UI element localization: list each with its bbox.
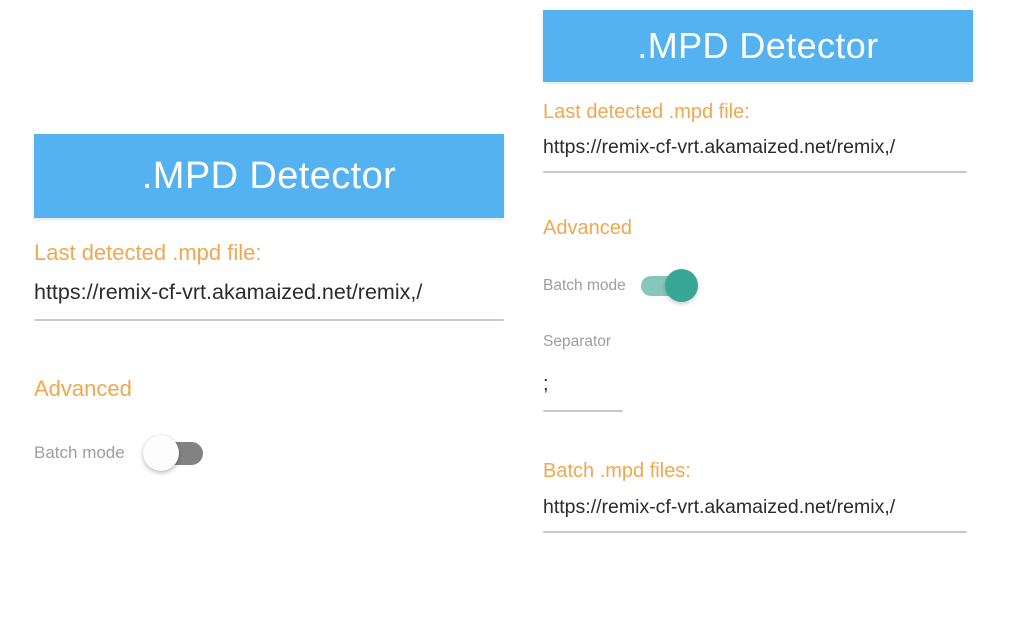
batch-files-field-underline — [543, 531, 967, 533]
batch-files-url-value: https://remix-cf-vrt.akamaized.net/remix… — [543, 496, 896, 518]
batch-files-url-field[interactable]: https://remix-cf-vrt.akamaized.net/remix… — [543, 496, 973, 519]
last-detected-field-underline — [34, 319, 504, 321]
advanced-section-label: Advanced — [543, 217, 632, 239]
batch-mode-row: Batch mode — [543, 269, 973, 303]
batch-mode-label: Batch mode — [543, 277, 626, 294]
separator-input-value[interactable]: ; — [543, 373, 549, 395]
app-title: .MPD Detector — [141, 154, 397, 197]
batch-mode-row: Batch mode — [34, 434, 504, 472]
batch-files-label: Batch .mpd files: — [543, 460, 691, 482]
toggle-knob-icon — [142, 435, 179, 471]
last-detected-url-field[interactable]: https://remix-cf-vrt.akamaized.net/remix… — [34, 280, 504, 305]
separator-label: Separator — [543, 333, 612, 350]
last-detected-label: Last detected .mpd file: — [543, 101, 750, 123]
toggle-knob-icon — [664, 269, 698, 302]
app-title: .MPD Detector — [637, 25, 879, 66]
separator-field-underline — [543, 410, 623, 412]
app-header-bar: .MPD Detector — [543, 10, 973, 82]
mpd-detector-popup-batch-on: .MPD Detector Last detected .mpd file: h… — [543, 10, 973, 533]
last-detected-url-field[interactable]: https://remix-cf-vrt.akamaized.net/remix… — [543, 136, 973, 159]
last-detected-field-underline — [543, 171, 967, 173]
advanced-section-label: Advanced — [34, 376, 132, 401]
mpd-detector-popup-batch-off: .MPD Detector Last detected .mpd file: h… — [34, 134, 504, 472]
batch-mode-label: Batch mode — [34, 443, 125, 462]
last-detected-url-value: https://remix-cf-vrt.akamaized.net/remix… — [543, 136, 896, 158]
last-detected-label: Last detected .mpd file: — [34, 240, 262, 265]
last-detected-url-value: https://remix-cf-vrt.akamaized.net/remix… — [34, 280, 423, 304]
batch-mode-toggle[interactable] — [640, 269, 699, 303]
app-header-bar: .MPD Detector — [34, 134, 504, 218]
batch-mode-toggle[interactable] — [142, 434, 207, 472]
